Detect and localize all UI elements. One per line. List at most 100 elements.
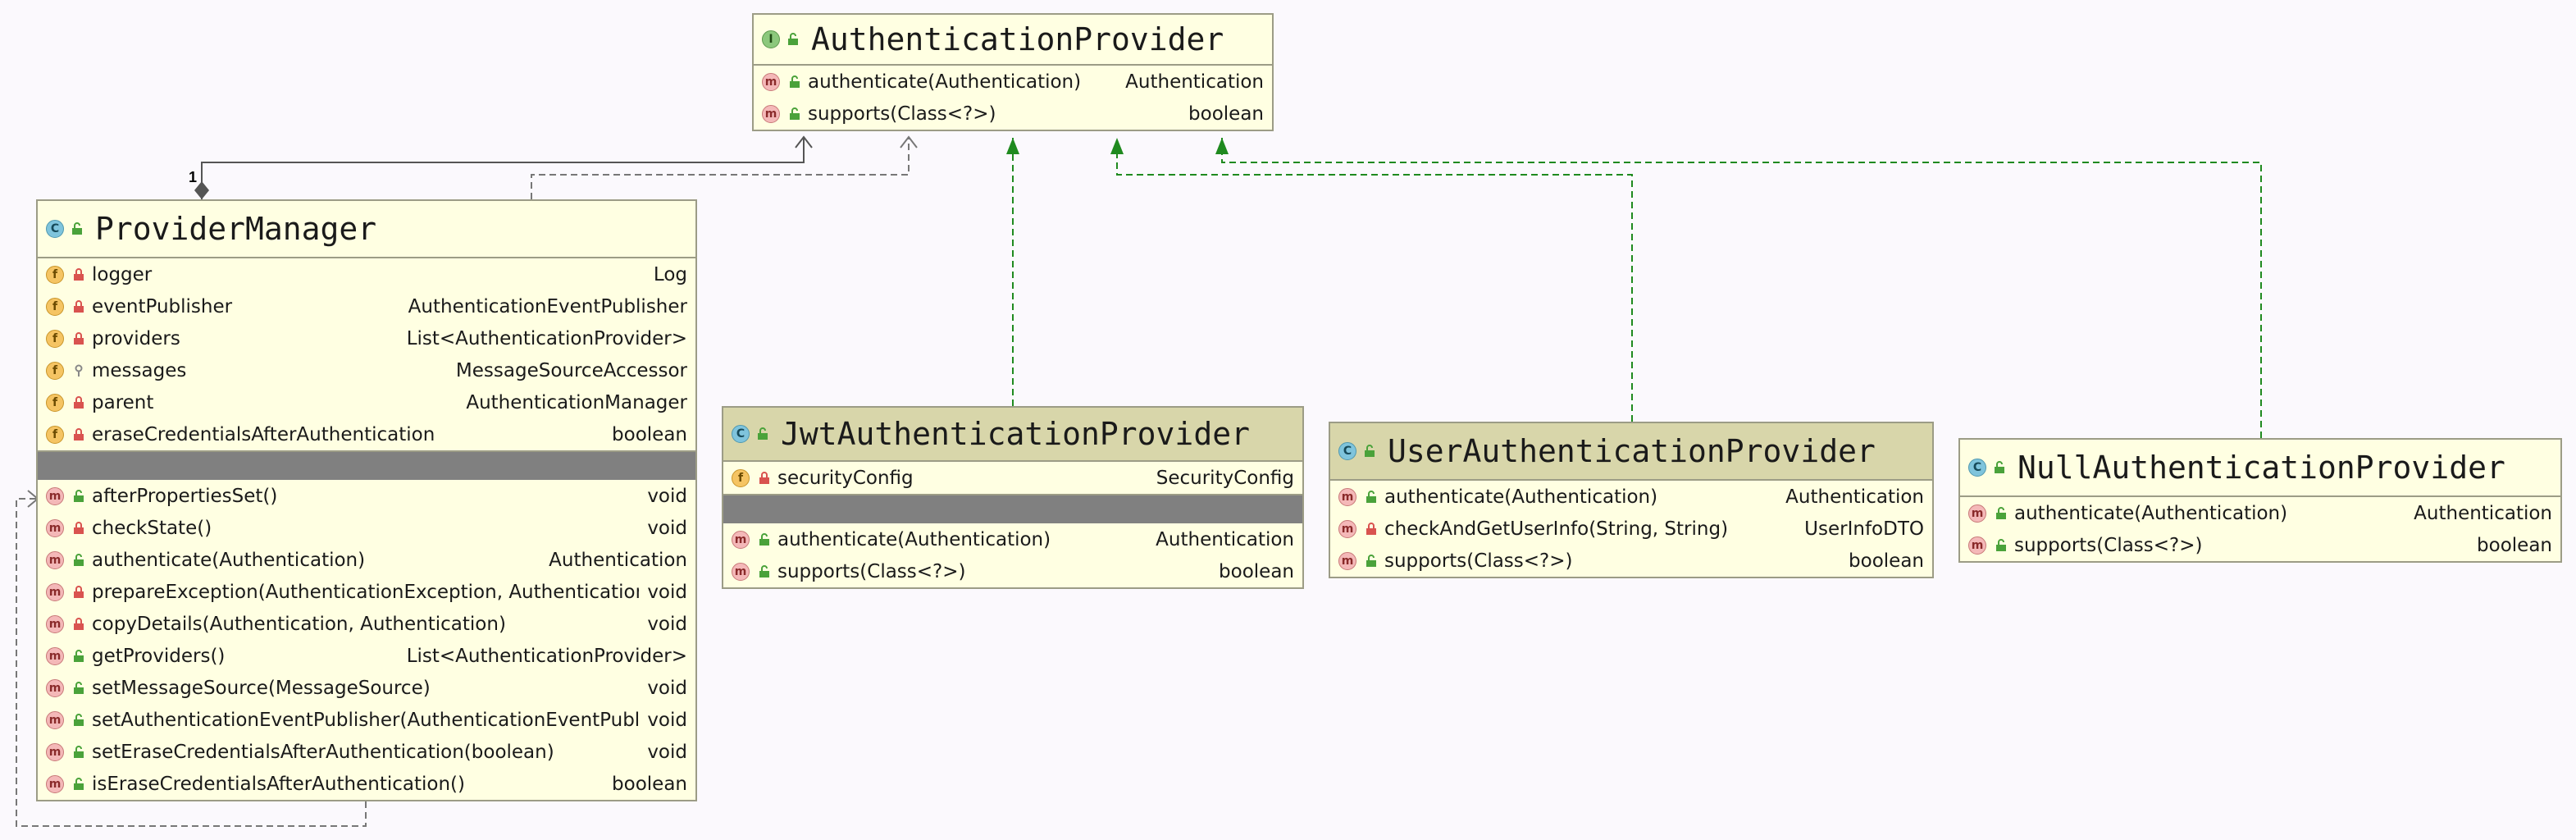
method-icon: m (46, 518, 64, 537)
public-icon (1995, 461, 2004, 473)
composition-edge (201, 137, 805, 199)
method-icon: m (46, 582, 64, 601)
class-name: JwtAuthenticationProvider (781, 416, 1250, 452)
return-type: boolean (1188, 103, 1264, 125)
field-icon: f (46, 297, 64, 316)
method-icon: m (46, 646, 64, 665)
fields-section: f logger Log f eventPublisher AuthenticationE… (38, 258, 695, 452)
method-name: checkState() (92, 517, 212, 539)
class-header[interactable]: C ProviderManager (38, 201, 695, 258)
return-type: boolean (1849, 550, 1924, 572)
private-icon (74, 521, 84, 534)
dependency-arrow (900, 135, 918, 148)
class-provider-manager[interactable]: C ProviderManager f logger Log f eventPublis… (36, 199, 697, 801)
public-icon (74, 649, 84, 662)
field-name: providers (92, 327, 180, 349)
return-type: Authentication (2414, 502, 2552, 524)
class-header[interactable]: C NullAuthenticationProvider (1960, 440, 2560, 497)
public-icon (74, 777, 84, 790)
field-icon: f (732, 468, 750, 487)
field-name: logger (92, 263, 153, 285)
field-name: messages (92, 359, 187, 381)
class-icon: C (46, 220, 64, 238)
methods-section: m authenticate(Authentication) Authenticat… (1960, 497, 2560, 561)
method-icon: m (1338, 519, 1356, 538)
class-icon: C (732, 425, 750, 443)
implements-edge-null (1221, 138, 2262, 438)
method-row[interactable]: m supports(Class<?>) boolean (754, 98, 1272, 130)
method-icon: m (1338, 551, 1356, 570)
method-row[interactable]: m authenticate(Authentication) Authentic… (754, 66, 1272, 98)
class-null-authentication-provider[interactable]: C NullAuthenticationProvider m authentica… (1958, 438, 2562, 563)
field-row[interactable]: f eventPublisher AuthenticationEventPublis… (38, 290, 695, 322)
private-icon (74, 299, 84, 313)
field-type: boolean (612, 423, 687, 445)
class-authentication-provider[interactable]: I AuthenticationProvider m authenticate(… (752, 13, 1274, 131)
public-icon (1366, 554, 1376, 567)
implements-arrow-user (1110, 138, 1124, 154)
return-type: Authentication (1125, 71, 1264, 93)
return-type: Authentication (1785, 486, 1924, 508)
class-header[interactable]: C UserAuthenticationProvider (1330, 423, 1932, 481)
field-icon: f (46, 425, 64, 444)
class-header[interactable]: I AuthenticationProvider (754, 15, 1272, 66)
public-icon (74, 745, 84, 758)
public-icon (1365, 445, 1375, 457)
method-name: authenticate(Authentication) (2014, 502, 2288, 524)
public-icon (74, 489, 84, 502)
method-icon: m (46, 710, 64, 729)
method-row[interactable]: m authenticate(Authentication) Authenticat… (1960, 497, 2560, 529)
method-row[interactable]: m setAuthenticationEventPublisher(Authent… (38, 704, 695, 736)
method-icon: m (46, 614, 64, 633)
method-name: authenticate(Authentication) (777, 528, 1051, 550)
class-name: AuthenticationProvider (811, 21, 1224, 57)
private-icon (759, 471, 769, 484)
class-header[interactable]: C JwtAuthenticationProvider (723, 408, 1302, 462)
composition-multiplicity: 1 (189, 169, 197, 185)
return-type: void (647, 581, 687, 603)
return-type: boolean (1219, 560, 1294, 582)
public-icon (758, 427, 768, 440)
method-icon: m (46, 774, 64, 793)
field-icon: f (46, 361, 64, 380)
field-name: eventPublisher (92, 295, 233, 317)
association-arrow (795, 135, 813, 148)
method-icon: m (1968, 504, 1986, 523)
method-icon: m (1338, 487, 1356, 506)
public-icon (74, 553, 84, 566)
public-icon (759, 532, 769, 546)
return-type: void (647, 677, 687, 699)
method-name: setAuthenticationEventPublisher(Authenti… (92, 709, 640, 731)
method-name: prepareException(AuthenticationException… (92, 581, 640, 603)
field-type: Log (653, 263, 687, 285)
return-type: void (647, 485, 687, 507)
field-type: AuthenticationEventPublisher (408, 295, 687, 317)
method-row[interactable]: m prepareException(AuthenticationExceptio… (38, 576, 695, 608)
method-icon: m (762, 104, 780, 123)
return-type: List<AuthenticationProvider> (406, 645, 687, 667)
protected-icon (75, 364, 83, 377)
